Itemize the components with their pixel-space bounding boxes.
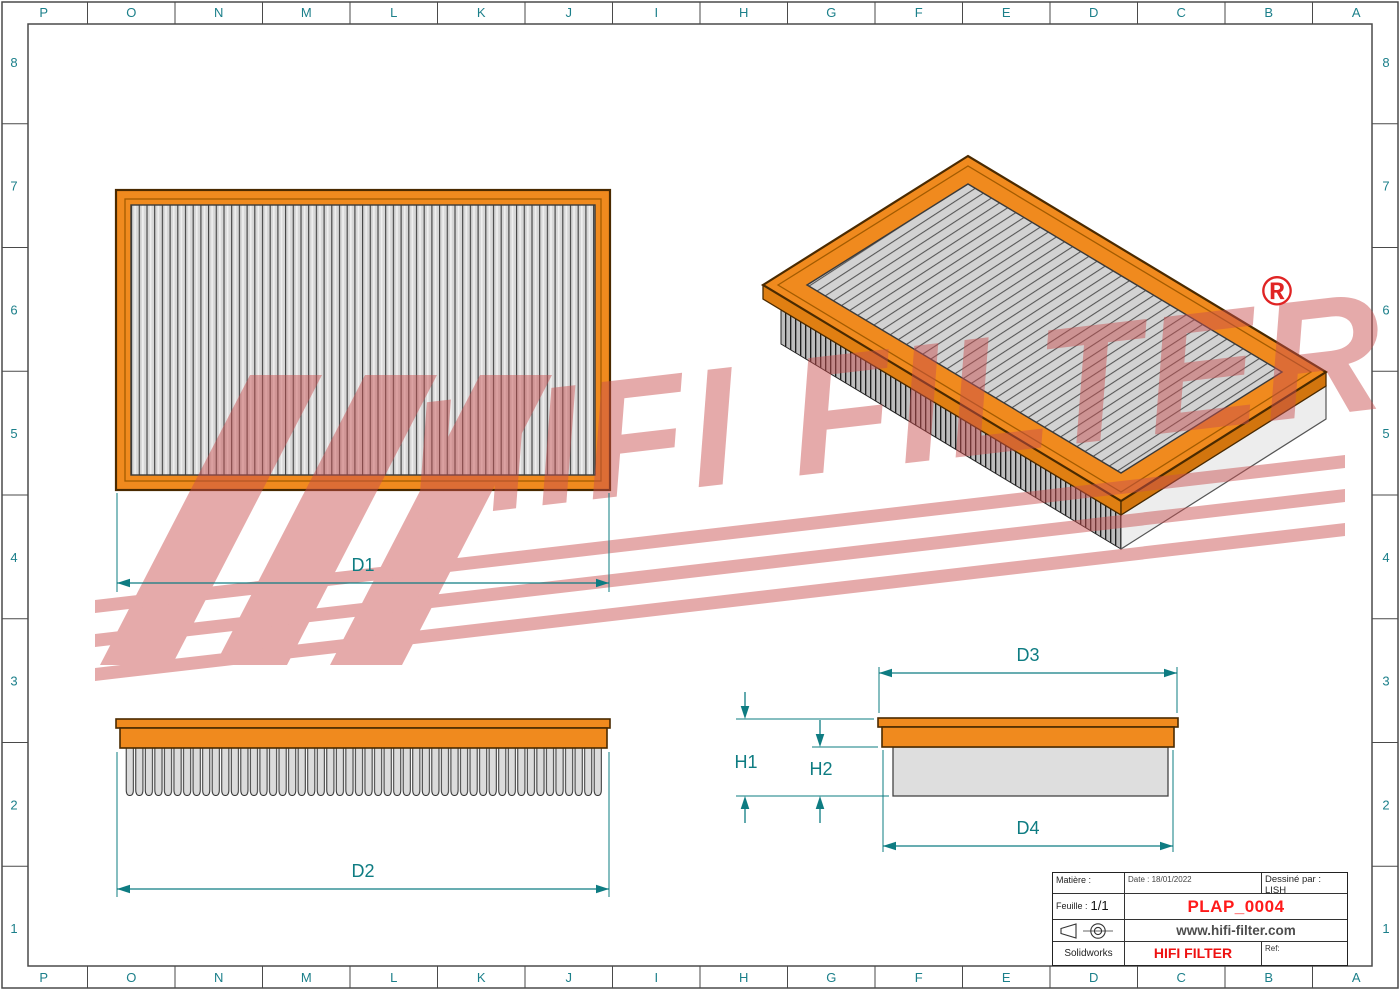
pleat-teeth (125, 746, 602, 797)
dimension-d4: D4 (882, 750, 1174, 852)
grid-row-label: 4 (10, 550, 17, 565)
grid-row-label: 4 (1382, 550, 1389, 565)
grid-row-label: 3 (1382, 674, 1389, 689)
logo-stripe (95, 489, 1345, 647)
drawn-by-label: Dessiné par : LISH (1262, 873, 1347, 894)
grid-column-label: M (301, 970, 312, 985)
isometric-view (760, 154, 1329, 551)
website-text: www.hifi-filter.com (1125, 920, 1347, 942)
registered-trademark-symbol: ® (1262, 267, 1293, 314)
grid-column-label: C (1177, 5, 1186, 20)
grid-column-label: P (39, 5, 48, 20)
part-number: PLAP_0004 (1125, 894, 1347, 920)
grid-column-label: E (1002, 970, 1011, 985)
software-label: Solidworks (1053, 942, 1125, 965)
grid-column-label: F (915, 5, 923, 20)
title-block: Matière : Date : 18/01/2022 Dessiné par … (1052, 872, 1348, 966)
ref-label: Ref: (1265, 944, 1280, 953)
grid-row-label: 7 (10, 179, 17, 194)
grid-row-label: 6 (10, 302, 17, 317)
projection-view-icon (1059, 922, 1113, 939)
dimension-h1-label: H1 (734, 752, 757, 772)
dimension-d2: D2 (116, 752, 610, 897)
grid-column-label: I (654, 970, 658, 985)
grid-row-label: 1 (1382, 921, 1389, 936)
frame-body (119, 727, 608, 749)
grid-column-label: M (301, 5, 312, 20)
frame-body (881, 726, 1175, 748)
grid-column-label: E (1002, 5, 1011, 20)
grid-column-label: G (826, 970, 836, 985)
brand-name: HIFI FILTER (1125, 942, 1262, 965)
grid-row-label: 2 (10, 797, 17, 812)
grid-column-label: A (1352, 970, 1361, 985)
frame-inner-edge (776, 165, 1313, 493)
frame-lip (115, 718, 611, 729)
sheet-number: 1/1 (1090, 898, 1109, 914)
dimension-h2: H2 (809, 720, 878, 823)
grid-column-label: G (826, 5, 836, 20)
grid-column-label: J (566, 970, 573, 985)
grid-column-label: N (214, 970, 223, 985)
grid-row-label: 2 (1382, 797, 1389, 812)
dimension-d3: D3 (878, 645, 1178, 713)
grid-column-label: L (390, 970, 397, 985)
grid-row-label: 3 (10, 674, 17, 689)
grid-row-label: 5 (10, 426, 17, 441)
grid-column-label: O (126, 5, 136, 20)
dimension-d3-label: D3 (1016, 645, 1039, 665)
grid-column-label: I (654, 5, 658, 20)
pleated-media (130, 204, 596, 476)
logo-bar (215, 375, 437, 665)
pleated-media (805, 183, 1284, 474)
logo-stripe (95, 455, 1345, 613)
front-side-view (115, 718, 611, 797)
grid-column-label: F (915, 970, 923, 985)
material-label: Matière : (1053, 873, 1125, 894)
grid-row-label: 7 (1382, 179, 1389, 194)
grid-column-label: H (739, 5, 748, 20)
grid-row-label: 6 (1382, 302, 1389, 317)
grid-column-label: D (1089, 970, 1098, 985)
dimension-d1: D1 (116, 493, 610, 592)
logo-stripe (95, 523, 1345, 681)
grid-column-label: P (39, 970, 48, 985)
dimension-h1: H1 (734, 692, 889, 823)
projection-symbol-cell (1053, 920, 1125, 942)
frame-inner-edge (124, 198, 602, 482)
grid-column-label: B (1264, 5, 1273, 20)
top-view (114, 188, 612, 492)
dimension-d4-label: D4 (1016, 818, 1039, 838)
dimension-d2-label: D2 (351, 861, 374, 881)
date-label: Date : 18/01/2022 (1125, 873, 1262, 894)
grid-column-label: L (390, 5, 397, 20)
end-side-view (877, 717, 1179, 797)
grid-row-label: 5 (1382, 426, 1389, 441)
grid-column-label: H (739, 970, 748, 985)
pleat-pack (892, 746, 1169, 797)
grid-row-label: 8 (10, 55, 17, 70)
dimension-d1-label: D1 (351, 555, 374, 575)
sheet-cell: Feuille : 1/1 (1053, 894, 1125, 920)
grid-column-label: A (1352, 5, 1361, 20)
grid-column-label: O (126, 970, 136, 985)
grid-column-label: K (477, 5, 486, 20)
grid-row-label: 8 (1382, 55, 1389, 70)
grid-column-label: K (477, 970, 486, 985)
logo-bar (330, 375, 552, 665)
dimension-h2-label: H2 (809, 759, 832, 779)
frame-lip (877, 717, 1179, 728)
grid-column-label: C (1177, 970, 1186, 985)
sheet-caption: Feuille : (1056, 901, 1088, 912)
grid-column-label: N (214, 5, 223, 20)
grid-row-label: 1 (10, 921, 17, 936)
grid-column-label: J (566, 5, 573, 20)
grid-column-label: D (1089, 5, 1098, 20)
grid-column-label: B (1264, 970, 1273, 985)
logo-bar (100, 375, 322, 665)
